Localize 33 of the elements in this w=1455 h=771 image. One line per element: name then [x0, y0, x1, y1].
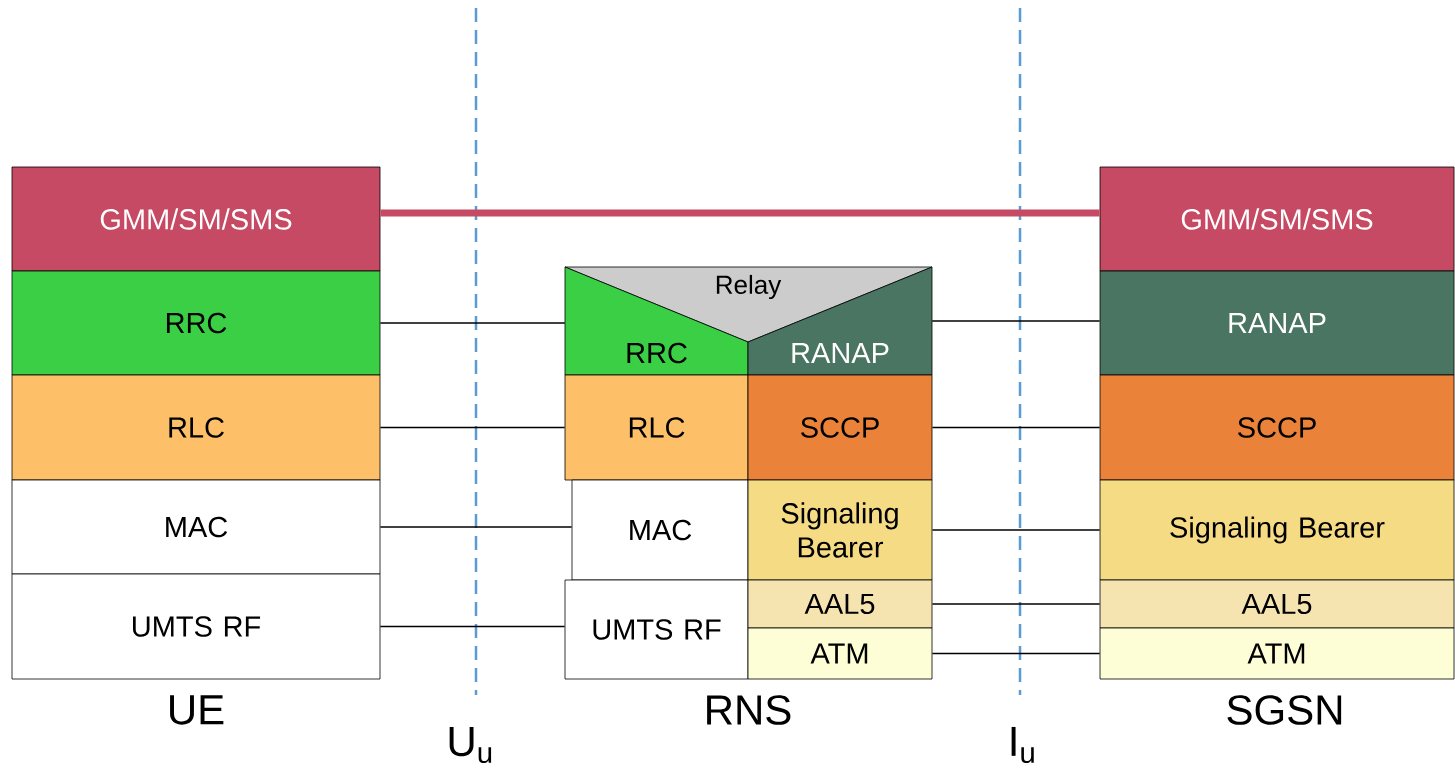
stack-name: UE [170, 695, 224, 725]
stack-name: RNS [707, 695, 791, 725]
relay-triangle: Relay [564, 266, 933, 343]
interface-name: I$_{u}$ [1011, 726, 1034, 764]
protocol-layer-box: MAC [11, 479, 381, 575]
protocol-layer-box: MAC [571, 479, 749, 581]
protocol-layer-box: AAL5 [1099, 579, 1455, 629]
connector-line [379, 625, 566, 628]
protocol-layer-box: RLC [564, 374, 749, 481]
protocol-layer-box: RANAP [1099, 270, 1455, 376]
protocol-layer-box: RRC [11, 270, 381, 376]
connector-line [931, 652, 1101, 655]
protocol-layer-box: AAL5 [747, 579, 933, 629]
connector-line [931, 426, 1101, 429]
protocol-layer-box: Signaling Bearer [1099, 479, 1455, 581]
protocol-layer-box: SCCP [1099, 374, 1455, 481]
connector-line [931, 603, 1101, 605]
connector-line [931, 529, 1101, 531]
connector-line [379, 426, 566, 429]
connector-line [379, 526, 573, 528]
protocol-layer-box: Signaling Bearer [747, 479, 933, 581]
connector-line [931, 320, 1101, 322]
interface-name: U$_{u}$ [449, 726, 492, 764]
protocol-layer-box: GMM/SM/SMS [1099, 166, 1455, 272]
stack-name: SGSN [1227, 695, 1342, 725]
protocol-layer-box: SCCP [747, 374, 933, 481]
connector-line [379, 322, 566, 324]
protocol-layer-box: ATM [1099, 627, 1455, 680]
protocol-layer-box: ATM [747, 627, 933, 680]
protocol-layer-box: UMTS RF [564, 579, 749, 680]
protocol-layer-box: RLC [11, 374, 381, 481]
protocol-layer-box: GMM/SM/SMS [11, 166, 381, 272]
protocol-layer-box: UMTS RF [11, 573, 381, 680]
